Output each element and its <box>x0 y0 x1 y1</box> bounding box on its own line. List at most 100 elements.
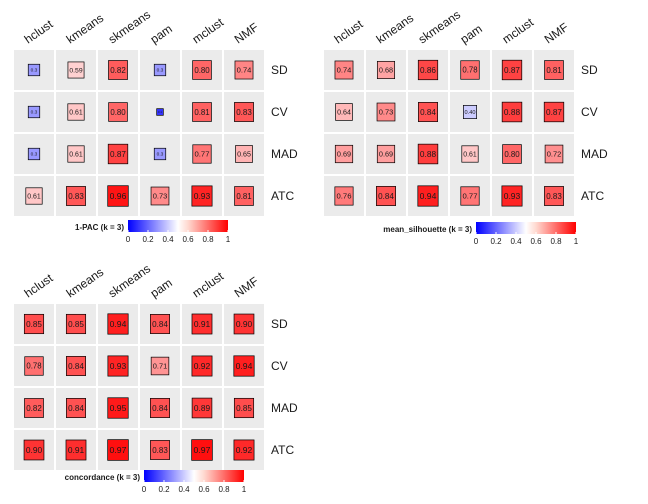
heatmap-value-label: 0.3 <box>157 152 164 158</box>
heatmap-value-label: 0.71 <box>153 362 167 371</box>
heatmap-value-box <box>334 144 354 164</box>
heatmap-value-box <box>150 314 170 334</box>
heatmap-value-label: 0.83 <box>546 192 562 201</box>
heatmap-value-box <box>27 105 41 119</box>
heatmap-value-label: 0.83 <box>68 192 84 201</box>
heatmap-value-box <box>27 63 41 77</box>
column-label: NMF <box>232 20 261 46</box>
legend-tick-label: 0 <box>474 237 479 246</box>
heatmap-value-box <box>417 143 439 165</box>
row-label: SD <box>271 317 288 331</box>
heatmap-value-label: 0.91 <box>68 445 85 455</box>
heatmap-value-box <box>23 313 45 335</box>
heatmap-value-box <box>544 186 564 206</box>
heatmap-value-label: 0.81 <box>546 66 561 75</box>
heatmap-value-box <box>191 397 213 419</box>
color-legend: concordance (k = 3)0 0.2 0.4 0.6 0.8 1 <box>65 470 247 494</box>
heatmap-value-box <box>233 313 255 335</box>
heatmap-value-label: 0.76 <box>337 192 352 201</box>
heatmap-value-label: 0.81 <box>236 192 251 201</box>
heatmap-value-label: 0.91 <box>194 319 211 329</box>
heatmap-value-label: 0.3 <box>31 110 38 116</box>
column-label: kmeans <box>64 11 106 47</box>
heatmap-value-box <box>463 105 477 119</box>
legend-colorbar <box>128 220 228 232</box>
heatmap-value-box <box>153 63 167 77</box>
heatmap-value-box <box>334 60 354 80</box>
heatmap-value-box <box>24 398 44 418</box>
heatmap-value-box <box>543 101 565 123</box>
heatmap-value-label: 0.3 <box>31 68 38 74</box>
heatmap-value-box <box>501 59 523 81</box>
heatmap-value-label: 0.84 <box>152 404 168 413</box>
heatmap-value-label: 0.83 <box>236 108 252 117</box>
heatmap-value-box <box>417 59 439 81</box>
heatmap-value-box <box>234 186 254 206</box>
heatmap-value-label: 0.73 <box>379 108 394 117</box>
legend-tick-label: 0.2 <box>490 237 502 246</box>
column-label: kmeans <box>374 11 416 47</box>
legend-tick-label: 0 <box>142 485 147 494</box>
heatmap-value-label: 0.92 <box>236 445 253 455</box>
row-label: ATC <box>271 443 294 457</box>
legend-tick-label: 1 <box>574 237 579 246</box>
heatmap-value-box <box>67 103 85 121</box>
heatmap-value-box <box>66 398 86 418</box>
heatmap-value-label: 0.68 <box>379 66 393 75</box>
heatmap-value-label: 0.95 <box>110 403 127 413</box>
heatmap-value-label: 0.97 <box>194 445 211 455</box>
heatmap-value-label: 0.74 <box>337 66 352 75</box>
heatmap-value-box <box>27 147 41 161</box>
row-label: MAD <box>581 147 608 161</box>
heatmap-value-box <box>235 145 253 163</box>
heatmap-value-label: 0.94 <box>110 319 127 329</box>
heatmap-value-label: 0.74 <box>237 66 252 75</box>
heatmap-value-box <box>417 185 439 207</box>
column-label: hclust <box>22 17 56 47</box>
heatmap-value-box <box>461 145 479 163</box>
heatmap-value-box <box>156 108 164 116</box>
heatmap-value-box <box>67 145 85 163</box>
legend-tick-label: 0.4 <box>178 485 190 494</box>
heatmap-value-box <box>376 60 396 80</box>
row-label: CV <box>581 105 598 119</box>
heatmap-value-label: 0.72 <box>547 150 562 159</box>
column-label: mclust <box>500 15 537 47</box>
heatmap-value-label: 0.61 <box>463 151 477 158</box>
heatmap-value-label: 0.61 <box>69 109 83 116</box>
heatmap-value-label: 0.3 <box>31 152 38 158</box>
heatmap-value-box <box>334 186 354 206</box>
heatmap-value-label: 0.69 <box>379 150 393 159</box>
heatmap-value-box <box>502 144 522 164</box>
heatmap-value-label: 0.93 <box>110 361 127 371</box>
heatmap-value-box <box>418 102 438 122</box>
legend-tick-label: 0.8 <box>550 237 562 246</box>
heatmap-value-box <box>460 186 480 206</box>
heatmap-value-box <box>107 397 129 419</box>
column-label: kmeans <box>64 265 106 301</box>
legend-tick-label: 0.6 <box>198 485 210 494</box>
heatmap-value-label: 0.64 <box>337 108 351 116</box>
heatmap-value-box <box>107 185 129 207</box>
heatmap-value-label: 0.84 <box>68 404 84 413</box>
heatmap-value-box <box>150 398 170 418</box>
column-label: mclust <box>190 269 227 301</box>
heatmap-value-box <box>65 439 87 461</box>
legend-tick-label: 0.6 <box>182 235 194 244</box>
heatmap-value-box <box>233 397 255 419</box>
heatmap-value-label: 0.92 <box>194 361 211 371</box>
legend-title: concordance (k = 3) <box>65 473 141 482</box>
heatmap-value-box <box>234 60 254 80</box>
row-label: ATC <box>581 189 604 203</box>
heatmap-value-label: 0.86 <box>420 66 436 75</box>
legend-tick-label: 0.8 <box>218 485 230 494</box>
legend-tick-label: 0.4 <box>510 237 522 246</box>
legend-tick-label: 0.2 <box>158 485 170 494</box>
legend-tick-label: 1 <box>242 485 247 494</box>
heatmap-value-label: 0.85 <box>236 404 252 413</box>
heatmap-value-box <box>150 356 170 376</box>
heatmap-value-box <box>108 60 128 80</box>
